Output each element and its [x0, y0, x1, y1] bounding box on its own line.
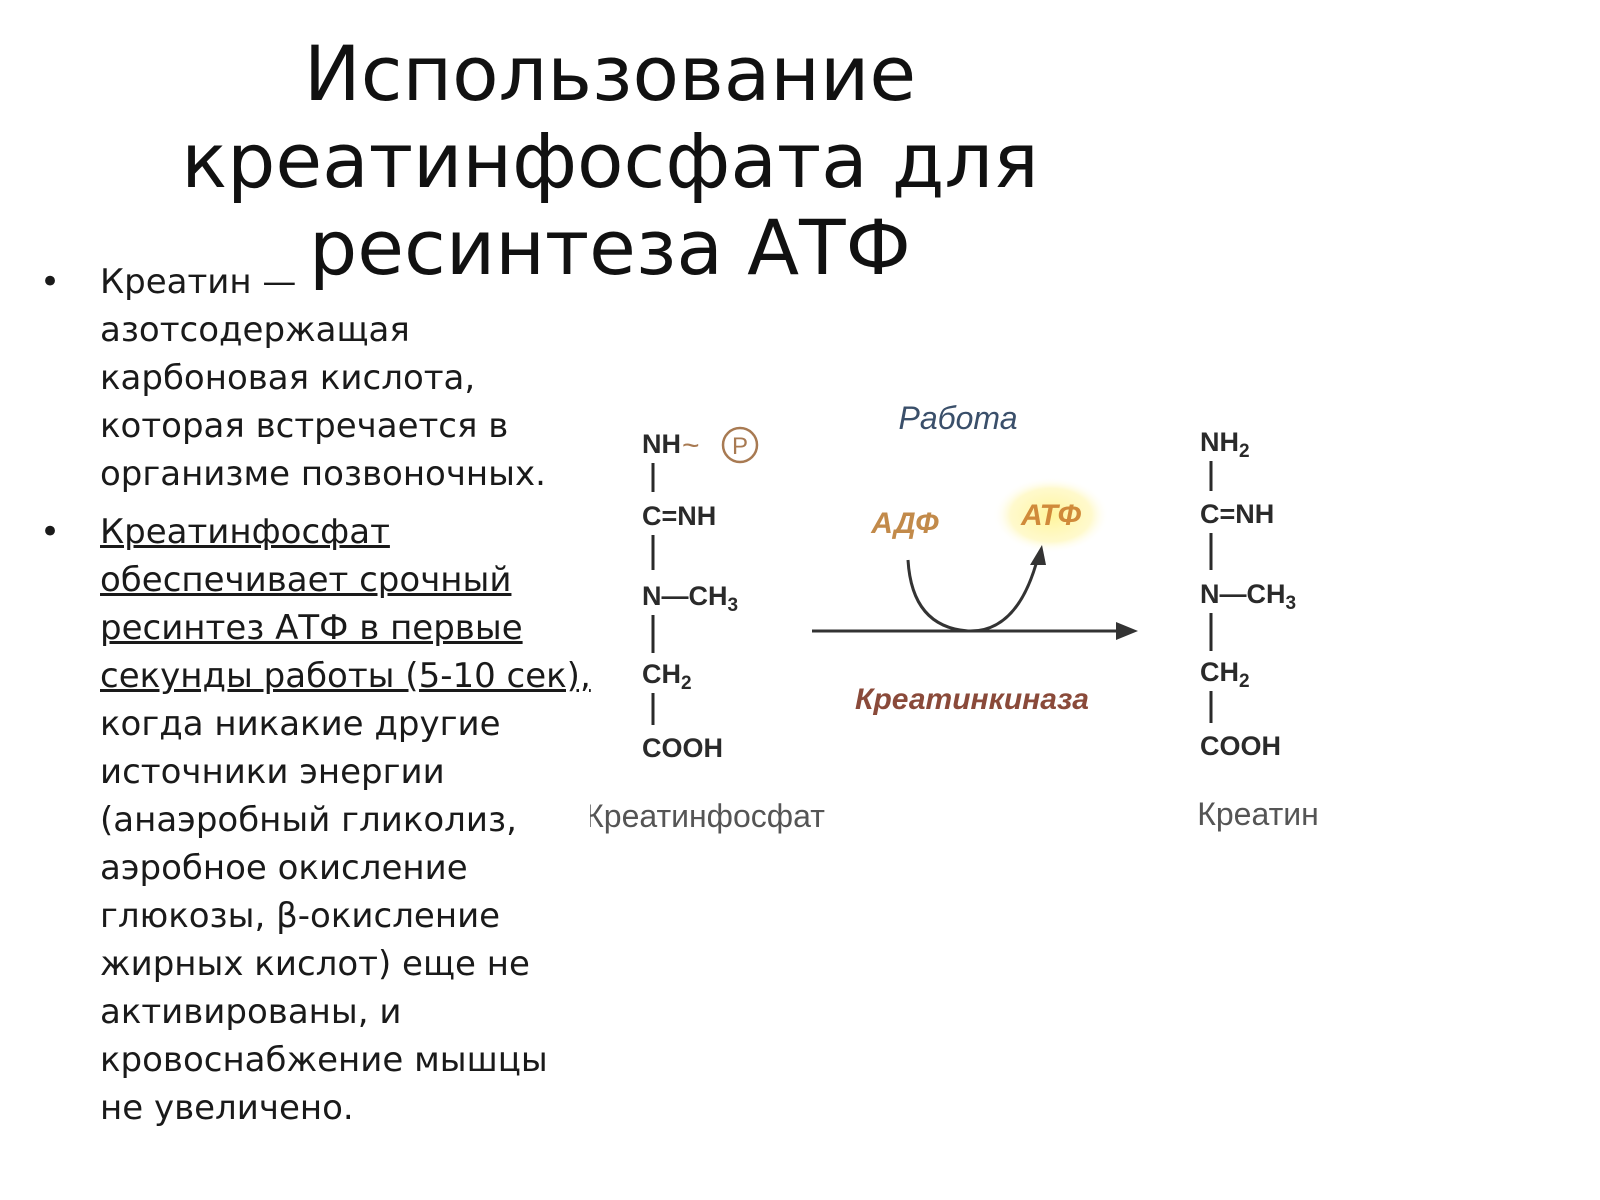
right-n-ch-text: N—CH3 — [1200, 579, 1296, 614]
adp-label: АДФ — [870, 507, 939, 540]
right-nh2-text: NH2 — [1200, 427, 1250, 462]
right-cooh-text: COOH — [1200, 731, 1281, 761]
creatine-phosphate-structure: NH ~ P C=NH N—CH3 CH2 COOH Креатинфосфат — [590, 426, 825, 834]
left-tilde: ~ — [682, 429, 700, 462]
bullet-list: • Креатин — азотсодержащая карбоновая ки… — [40, 258, 600, 1142]
creatine-phosphate-caption: Креатинфосфат — [590, 798, 825, 834]
bullet-marker: • — [40, 512, 61, 552]
reaction-arrow-group: Работа АДФ АТФ Креатинкиназа — [812, 400, 1138, 716]
bullet-item-creatine-phosphate: • Креатинфосфат обеспечивает срочный рес… — [40, 508, 600, 1132]
phosphate-letter: P — [732, 433, 748, 460]
reaction-diagram: NH ~ P C=NH N—CH3 CH2 COOH Креатинфосфат… — [590, 400, 1319, 834]
bullet-item-creatine: • Креатин — азотсодержащая карбоновая ки… — [40, 258, 600, 498]
bullet-marker: • — [40, 262, 61, 302]
enzyme-label: Креатинкиназа — [855, 683, 1089, 716]
bullet-text-rest: когда никакие другие источники энергии (… — [100, 704, 548, 1128]
right-ch2-text: CH2 — [1200, 657, 1250, 692]
bullet-text: Креатин — азотсодержащая карбоновая кисл… — [100, 262, 546, 494]
left-nh-text: NH — [642, 429, 681, 459]
atp-glow — [993, 477, 1109, 553]
adp-atp-curved-arrow — [906, 556, 1040, 633]
left-c-nh-text: C=NH — [642, 501, 716, 531]
reaction-arrow-head-icon — [1116, 622, 1138, 640]
left-ch2-text: CH2 — [642, 659, 692, 694]
right-c-nh-text: C=NH — [1200, 499, 1274, 529]
work-label: Работа — [898, 400, 1017, 436]
left-n-ch-text: N—CH3 — [642, 581, 738, 616]
curved-arrow-head-icon — [1030, 545, 1046, 565]
left-cooh-text: COOH — [642, 733, 723, 763]
phosphate-circle-icon — [721, 426, 759, 464]
atp-label: АТФ — [1020, 499, 1082, 532]
creatine-structure: NH2 C=NH N—CH3 CH2 COOH Креатин — [1197, 427, 1319, 832]
creatine-caption: Креатин — [1197, 796, 1319, 832]
slide-title: Использование креатинфосфата для ресинте… — [181, 29, 1039, 292]
bullet-text-underlined: Креатинфосфат обеспечивает срочный ресин… — [100, 512, 591, 696]
